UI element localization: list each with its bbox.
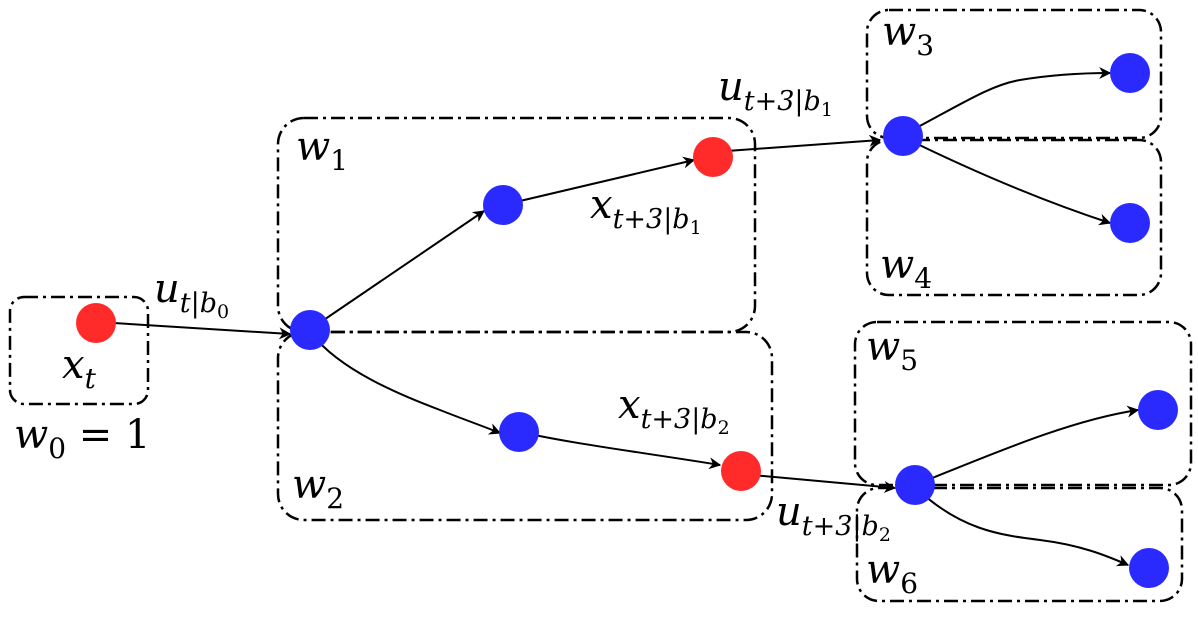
node-upper <box>483 185 523 225</box>
edge-b-to-lower <box>311 333 502 435</box>
label-u-b0: ut|b0 <box>154 266 229 323</box>
node-xb2 <box>721 451 761 491</box>
node-lower <box>499 412 539 452</box>
node-n5 <box>895 465 935 505</box>
label-x-b2: xt+3|b2 <box>618 382 730 439</box>
edge-n5-to-w6leaf <box>914 486 1130 567</box>
edge-lower-to-xb2 <box>519 431 722 470</box>
node-w4-leaf <box>1110 203 1150 243</box>
node-xt <box>76 303 116 343</box>
label-x-b1: xt+3|b1 <box>590 182 702 239</box>
node-xb1 <box>693 137 733 177</box>
node-w3-leaf <box>1110 53 1150 93</box>
node-n3 <box>883 116 923 156</box>
box-w6 <box>855 486 1184 603</box>
box-w3 <box>865 8 1163 140</box>
edge-xb2-to-n5 <box>740 473 897 493</box>
node-w6-leaf <box>1129 548 1169 588</box>
box-w4 <box>865 138 1163 297</box>
label-u-b2: ut+3|b2 <box>776 489 891 546</box>
label-w0: w0 = 1 <box>14 412 150 465</box>
edge-upper-to-xb1 <box>502 156 696 206</box>
edge-n3-to-w4leaf <box>902 136 1112 226</box>
box-w1 <box>276 116 757 334</box>
node-w5-leaf <box>1138 390 1178 430</box>
label-w5: w5 <box>866 324 918 377</box>
label-w2: w2 <box>292 462 344 515</box>
label-w4: w4 <box>880 242 932 295</box>
label-w1: w1 <box>296 124 348 177</box>
edge-n3-to-w3leaf <box>902 67 1112 136</box>
box-w5 <box>853 320 1193 487</box>
edge-b-to-upper <box>311 210 485 329</box>
label-x-t: xt <box>62 342 97 395</box>
node-b <box>290 310 330 350</box>
box-w2 <box>276 330 774 522</box>
label-w6: w6 <box>866 547 918 600</box>
label-w3: w3 <box>882 9 934 62</box>
edge-root-to-b <box>96 321 292 340</box>
label-u-b1: ut+3|b1 <box>718 64 833 121</box>
edge-n5-to-w5leaf <box>914 405 1140 486</box>
box-root <box>8 295 150 406</box>
edge-xb1-to-n3 <box>712 134 882 153</box>
